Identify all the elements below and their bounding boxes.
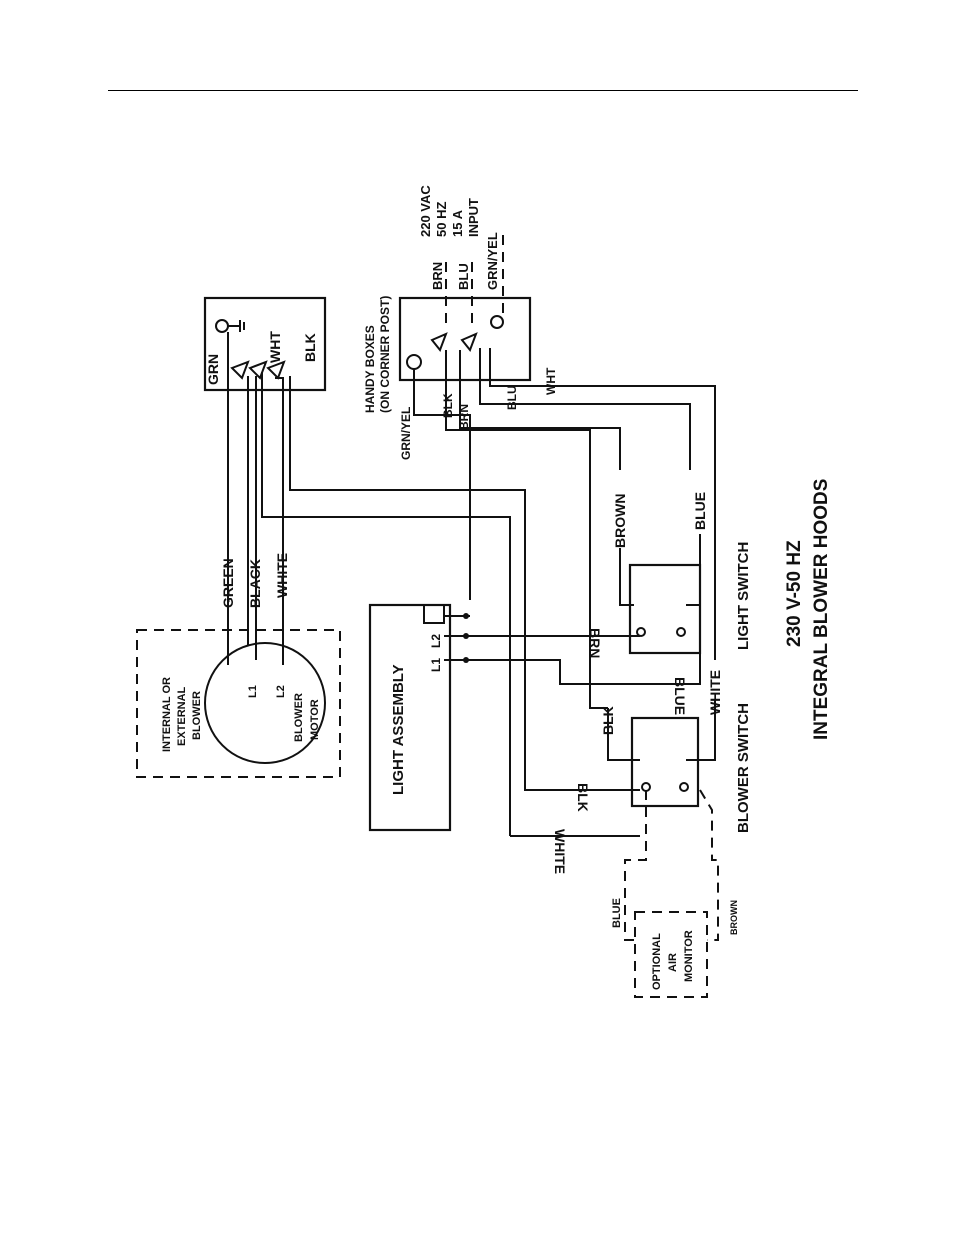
white-lead xyxy=(289,376,640,791)
air-monitor-brown: BROWN xyxy=(729,900,739,935)
blower-switch-box xyxy=(630,716,700,808)
diagram-title-line2: INTEGRAL BLOWER HOODS xyxy=(811,479,832,740)
light-assembly-label: LIGHT ASSEMBLY xyxy=(390,664,407,795)
light-switch-box xyxy=(628,563,702,655)
junction-dot xyxy=(463,633,469,639)
air-monitor-line2: AIR xyxy=(667,953,679,972)
blower-box-blk: BLK xyxy=(302,333,318,362)
blower-line3: BLOWER xyxy=(191,691,203,740)
black-lead xyxy=(261,372,511,836)
air-monitor-brown-lead xyxy=(699,789,719,941)
input-leads xyxy=(445,235,504,330)
light-switch-brn: BRN xyxy=(587,628,603,658)
light-switch-blue: BLUE xyxy=(692,492,708,530)
motor-l1: L1 xyxy=(247,685,259,698)
ground-symbol-icon xyxy=(228,320,245,332)
air-monitor-blue-lead xyxy=(624,790,647,941)
wire-nut-icon xyxy=(248,360,268,380)
air-monitor-enclosure xyxy=(634,911,708,998)
header-rule xyxy=(108,90,858,91)
handy-wht: WHT xyxy=(544,367,558,395)
input-brn-label: BRN xyxy=(430,262,445,290)
light-assembly-box xyxy=(368,603,452,832)
handy-blk: BLK xyxy=(441,393,455,418)
blue-to-switch xyxy=(686,534,701,606)
wht-wire xyxy=(489,348,716,660)
blower-box-grn: GRN xyxy=(205,354,221,385)
diagram-title-line1: 230 V-50 HZ xyxy=(784,540,805,647)
white-to-blower-switch xyxy=(686,700,716,761)
light-l1: L1 xyxy=(429,658,443,672)
light-ground-terminal xyxy=(423,604,445,624)
white-lead-label: WHITE xyxy=(274,553,290,598)
blu-wire xyxy=(479,348,691,470)
green-lead-label: GREEN xyxy=(220,558,236,608)
blower-switch-white-out: WHITE xyxy=(552,829,568,874)
input-blu-label: BLU xyxy=(456,263,471,290)
switch-terminal-icon xyxy=(641,782,651,792)
wire-nut-icon xyxy=(230,360,250,380)
junction-dot xyxy=(463,613,469,619)
air-monitor-blue: BLUE xyxy=(611,898,623,928)
handy-box xyxy=(398,296,532,382)
blower-terminal-box xyxy=(203,296,327,392)
switch-terminal-icon xyxy=(679,782,689,792)
motor-line1: BLOWER xyxy=(293,693,305,742)
handy-blu: BLU xyxy=(505,385,519,410)
power-input-line3: 15 A xyxy=(450,209,465,237)
blower-box-wht: WHT xyxy=(267,331,283,363)
white-lead-to-motor xyxy=(275,377,284,665)
blower-dashed-enclosure xyxy=(136,629,341,778)
motor-line2: MOTOR xyxy=(309,699,321,740)
air-monitor-line3: MONITOR xyxy=(683,930,695,982)
ground-terminal-icon xyxy=(406,354,422,370)
blower-motor-circle xyxy=(204,642,326,764)
light-switch-label: LIGHT SWITCH xyxy=(735,542,752,650)
switch-terminal-icon xyxy=(676,627,686,637)
brown-to-switch xyxy=(619,548,634,606)
motor-l2: L2 xyxy=(275,685,287,698)
blower-switch-blk-out: BLK xyxy=(575,783,591,812)
wire-nut-icon xyxy=(266,360,286,380)
wire-nut-icon xyxy=(460,332,478,352)
handy-boxes-line2: (ON CORNER POST) xyxy=(378,296,392,413)
blower-switch-label: BLOWER SWITCH xyxy=(735,703,752,833)
light-l2: L2 xyxy=(429,634,443,648)
air-monitor-line1: OPTIONAL xyxy=(651,933,663,990)
blower-line1: INTERNAL OR xyxy=(161,677,173,752)
handy-grn-yel: GRN/YEL xyxy=(399,407,413,460)
light-switch-brown: BROWN xyxy=(612,494,628,548)
brn-wire xyxy=(459,350,621,470)
switch-terminal-icon xyxy=(636,627,646,637)
ground-terminal-icon xyxy=(215,319,229,333)
blue-to-light xyxy=(466,635,701,685)
input-grn-yel-label: GRN/YEL xyxy=(485,232,500,290)
black-lead-label: BLACK xyxy=(247,559,263,608)
handy-boxes-line1: HANDY BOXES xyxy=(363,325,377,413)
power-input-line1: 220 VAC xyxy=(418,185,433,237)
handy-brn: BRN xyxy=(457,404,471,430)
brn-to-blk-wire xyxy=(445,350,608,709)
ground-terminal-icon xyxy=(490,315,504,329)
junction-dot xyxy=(463,657,469,663)
power-input-line4: INPUT xyxy=(466,198,481,237)
light-switch-blue-out: BLUE xyxy=(672,677,688,715)
blower-switch-blk: BLK xyxy=(600,706,616,735)
power-input-line2: 50 HZ xyxy=(434,202,449,237)
blower-switch-white: WHITE xyxy=(707,670,723,715)
wire-nut-icon xyxy=(430,332,448,352)
blower-line2: EXTERNAL xyxy=(176,686,188,746)
blk-to-blower-switch xyxy=(607,708,640,761)
black-lead-to-motor xyxy=(247,376,257,660)
grn-yel-wire xyxy=(413,369,471,600)
